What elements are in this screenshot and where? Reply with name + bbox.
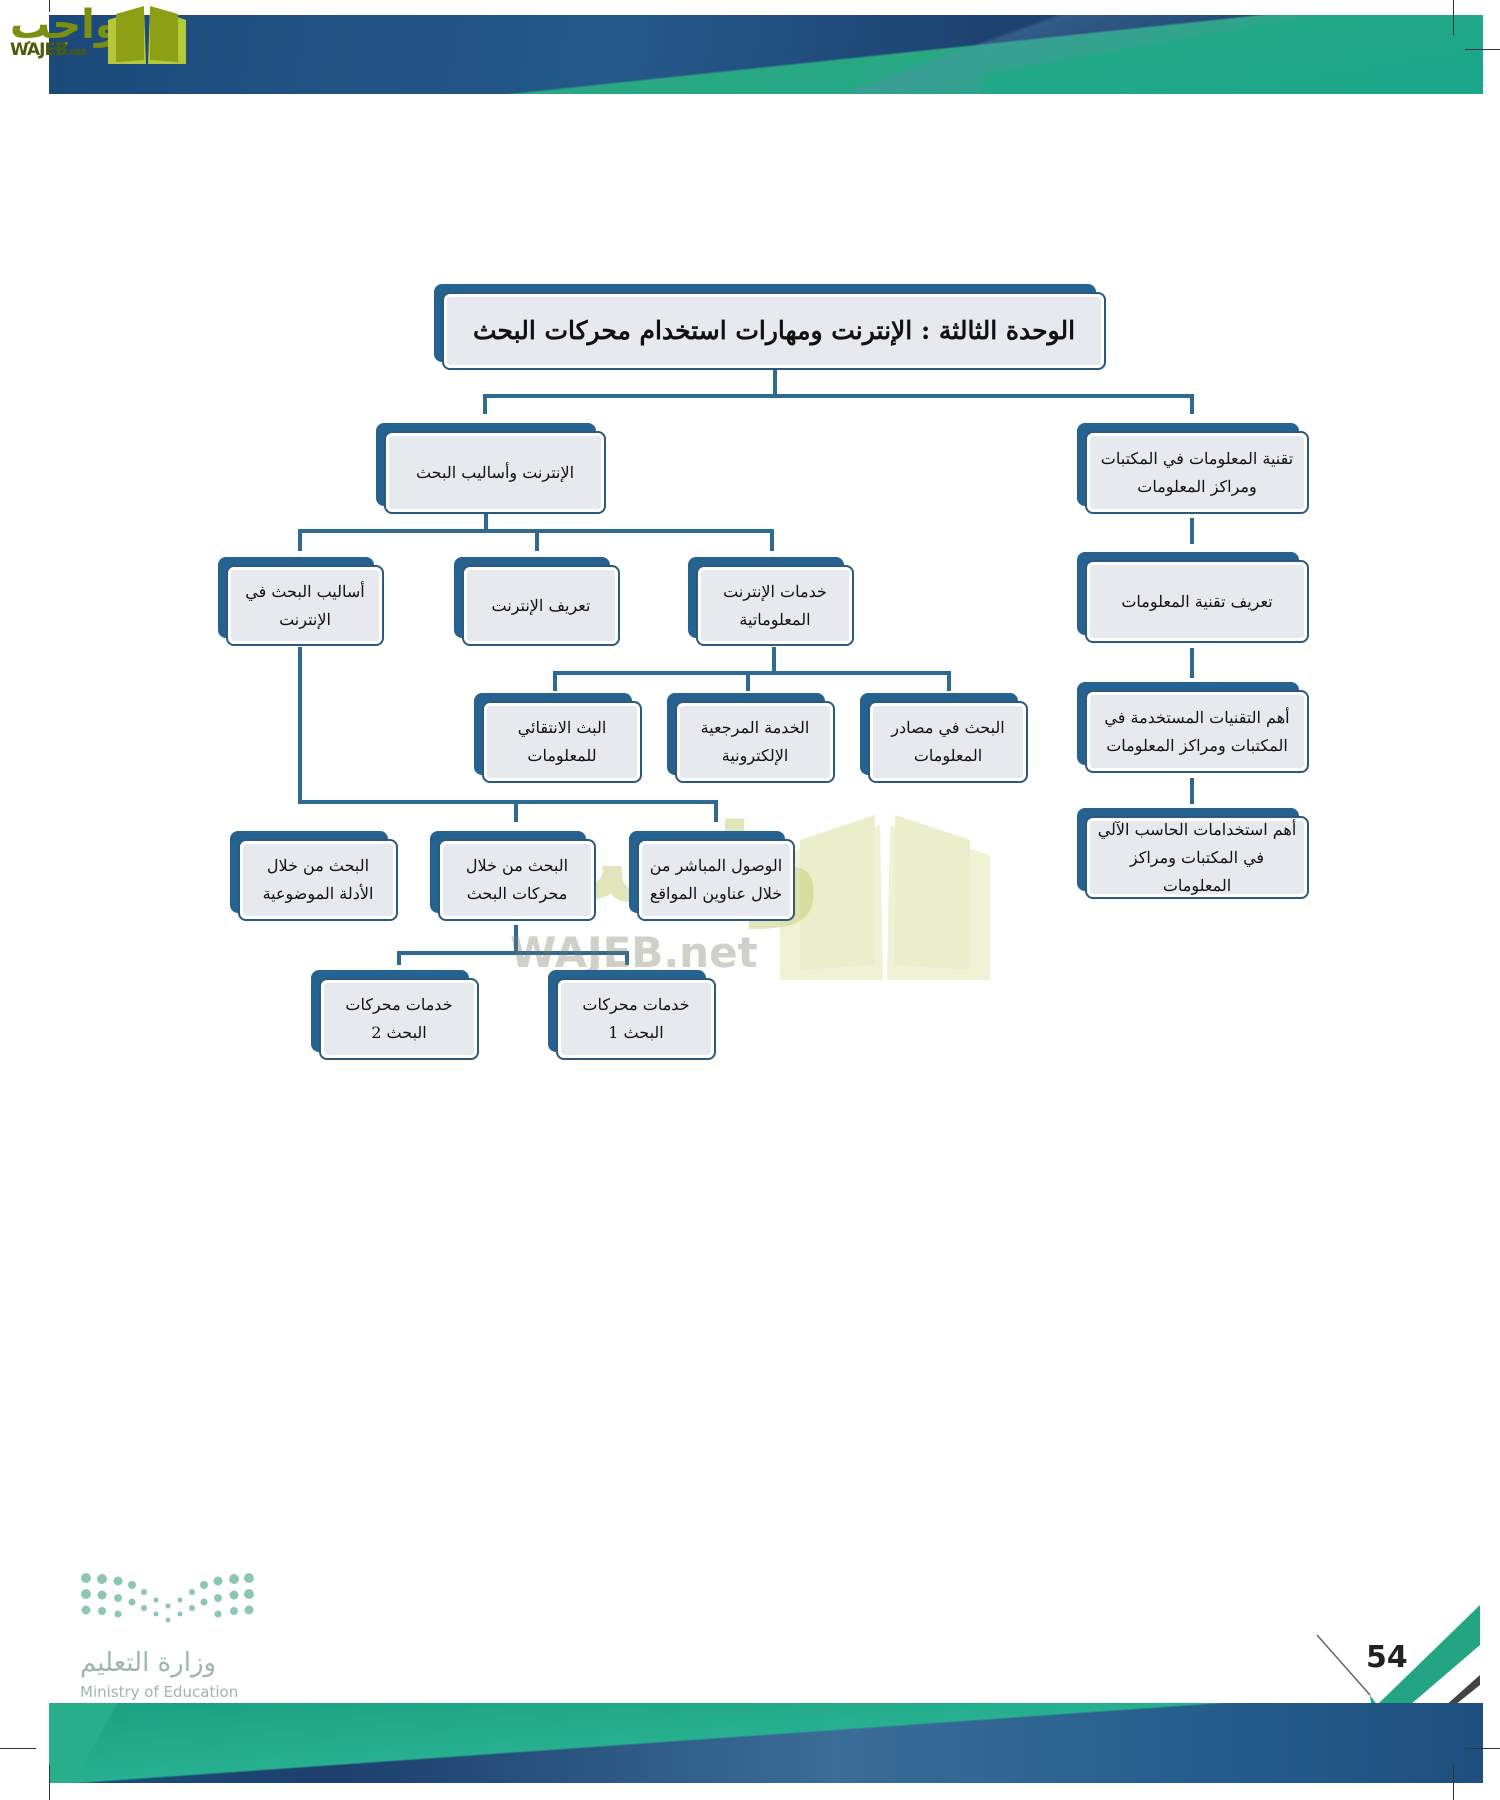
- watermark-book-icon: [780, 815, 990, 980]
- connector: [1190, 518, 1194, 544]
- crop-mark: [1453, 1765, 1454, 1800]
- node-internet-search-techniques: أساليب البحث في الإنترنت: [218, 557, 384, 646]
- footer-band: [49, 1703, 1483, 1783]
- header-band: [49, 15, 1483, 94]
- connector: [397, 951, 629, 955]
- ministry-name-arabic: وزارة التعليم: [80, 1648, 217, 1678]
- connector: [397, 951, 401, 965]
- node-information-technology: تقنية المعلومات في المكتبات ومراكز المعل…: [1077, 423, 1309, 514]
- connector: [514, 925, 518, 955]
- book-logo-icon: [108, 6, 186, 64]
- ministry-logo-icon: [81, 1573, 254, 1623]
- connector: [553, 671, 951, 675]
- crop-mark: [49, 0, 50, 12]
- connector: [483, 394, 1194, 398]
- node-subject-directories: البحث من خلال الأدلة الموضوعية: [230, 831, 398, 921]
- ministry-name-english: Ministry of Education: [80, 1683, 239, 1701]
- connector: [535, 529, 539, 551]
- node-internet-definition: تعريف الإنترنت: [454, 557, 620, 646]
- node-internet-search-methods: الإنترنت وأساليب البحث: [376, 423, 606, 514]
- node-computer-uses: أهم استخدامات الحاسب الآلي في المكتبات و…: [1077, 808, 1309, 899]
- node-e-reference-service: الخدمة المرجعية الإلكترونية: [667, 693, 835, 783]
- connector: [484, 510, 488, 532]
- brand-logo-latin: WAJEB.net: [10, 40, 87, 60]
- connector: [772, 647, 776, 674]
- connector: [947, 671, 951, 691]
- connector: [625, 951, 629, 965]
- node-search-engines: البحث من خلال محركات البحث: [430, 831, 596, 921]
- crop-mark: [1465, 1748, 1500, 1749]
- node-direct-access-urls: الوصول المباشر من خلال عناوين المواقع: [629, 831, 795, 921]
- node-key-technologies: أهم التقنيات المستخدمة في المكتبات ومراك…: [1077, 682, 1309, 773]
- connector: [1190, 648, 1194, 678]
- connector: [1190, 394, 1194, 414]
- page-number: 54: [1366, 1640, 1408, 1675]
- crop-mark: [1453, 0, 1454, 35]
- brand-logo-arabic: واجب: [10, 2, 120, 48]
- connector: [298, 800, 718, 804]
- crop-mark: [0, 1748, 36, 1749]
- connector: [770, 529, 774, 551]
- node-selective-dissemination: البث الانتقائي للمعلومات: [474, 693, 642, 783]
- diagram-root-node: الوحدة الثالثة : الإنترنت ومهارات استخدا…: [434, 284, 1106, 370]
- connector: [746, 671, 750, 691]
- connector: [298, 647, 302, 804]
- node-search-engine-services-2: خدمات محركات البحث 2: [311, 970, 479, 1060]
- connector: [1190, 778, 1194, 804]
- node-search-engine-services-1: خدمات محركات البحث 1: [548, 970, 716, 1060]
- connector: [514, 800, 518, 822]
- connector: [714, 800, 718, 822]
- connector: [553, 671, 557, 691]
- crop-mark: [1465, 49, 1500, 50]
- connector: [773, 368, 777, 396]
- node-internet-info-services: خدمات الإنترنت المعلوماتية: [688, 557, 854, 646]
- node-search-info-sources: البحث في مصادر المعلومات: [860, 693, 1028, 783]
- watermark-latin: WAJEB.net: [510, 928, 758, 977]
- crop-mark: [49, 1765, 50, 1800]
- connector: [298, 529, 302, 551]
- connector: [483, 394, 487, 414]
- node-it-definition: تعريف تقنية المعلومات: [1077, 552, 1309, 643]
